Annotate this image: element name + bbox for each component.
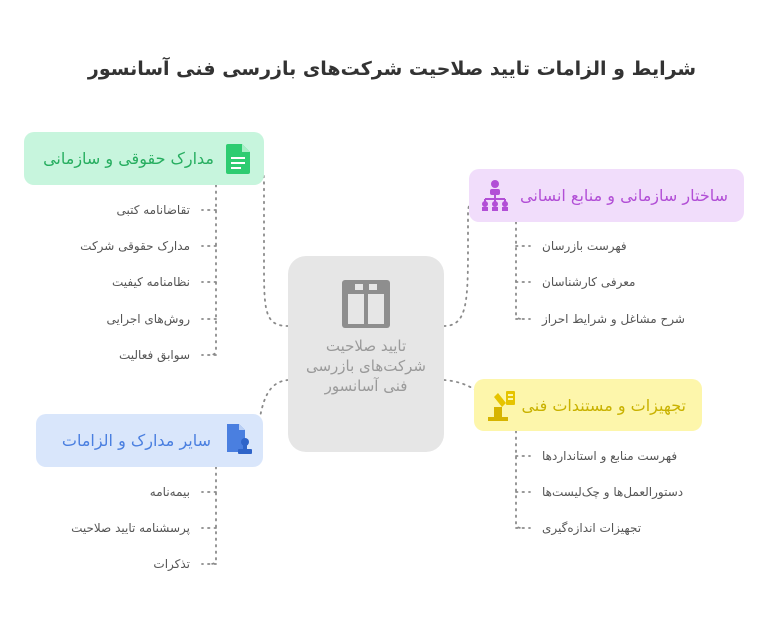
list-item: شرح مشاغل و شرایط احراز bbox=[542, 312, 685, 326]
list-item: تقاضانامه کتبی bbox=[116, 203, 190, 217]
branch-label: ساختار سازمانی و منابع انسانی bbox=[520, 186, 728, 205]
branch-label: مدارک حقوقی و سازمانی bbox=[43, 149, 214, 168]
list-item: معرفی کارشناسان bbox=[542, 275, 636, 289]
branch-label: سایر مدارک و الزامات bbox=[61, 431, 211, 450]
document-icon bbox=[226, 144, 250, 174]
stamp-document-icon bbox=[227, 424, 252, 454]
list-item: بیمه‌نامه bbox=[149, 485, 190, 499]
list-item: پرسشنامه تایید صلاحیت bbox=[71, 521, 190, 535]
central-topic[interactable]: تایید صلاحیت شرکت‌های بازرسی فنی آسانسور bbox=[288, 256, 444, 452]
central-topic-label: تایید صلاحیت شرکت‌های بازرسی فنی آسانسور bbox=[305, 337, 426, 395]
list-item: مدارک حقوقی شرکت bbox=[80, 239, 190, 253]
branch-legal-documents[interactable]: مدارک حقوقی و سازمانی bbox=[24, 132, 264, 185]
link-center-structure bbox=[443, 195, 481, 327]
list-item: روش‌های اجرایی bbox=[106, 312, 190, 326]
link-center-legal bbox=[255, 159, 289, 327]
list-item: تذکرات bbox=[153, 557, 190, 571]
org-chart-icon bbox=[482, 180, 508, 211]
branch-other-requirements[interactable]: سایر مدارک و الزامات bbox=[36, 414, 263, 467]
elevator-icon bbox=[342, 280, 390, 328]
branch-label: تجهیزات و مستندات فنی bbox=[521, 396, 686, 415]
list-item: دستورالعمل‌ها و چک‌لیست‌ها bbox=[542, 485, 684, 499]
list-item: سوابق فعالیت bbox=[119, 348, 190, 362]
branch-equipment[interactable]: تجهیزات و مستندات فنی bbox=[474, 379, 702, 431]
list-item: نظامنامه کیفیت bbox=[111, 275, 190, 289]
diagram-title: شرایط و الزامات تایید صلاحیت شرکت‌های با… bbox=[87, 58, 697, 80]
list-item: فهرست منابع و استانداردها bbox=[542, 449, 678, 463]
list-item: تجهیزات اندازه‌گیری bbox=[542, 521, 642, 535]
link-center-other bbox=[257, 379, 289, 431]
branch-org-structure[interactable]: ساختار سازمانی و منابع انسانی bbox=[469, 169, 744, 222]
list-item: فهرست بازرسان bbox=[542, 239, 627, 253]
tools-icon bbox=[488, 391, 515, 421]
